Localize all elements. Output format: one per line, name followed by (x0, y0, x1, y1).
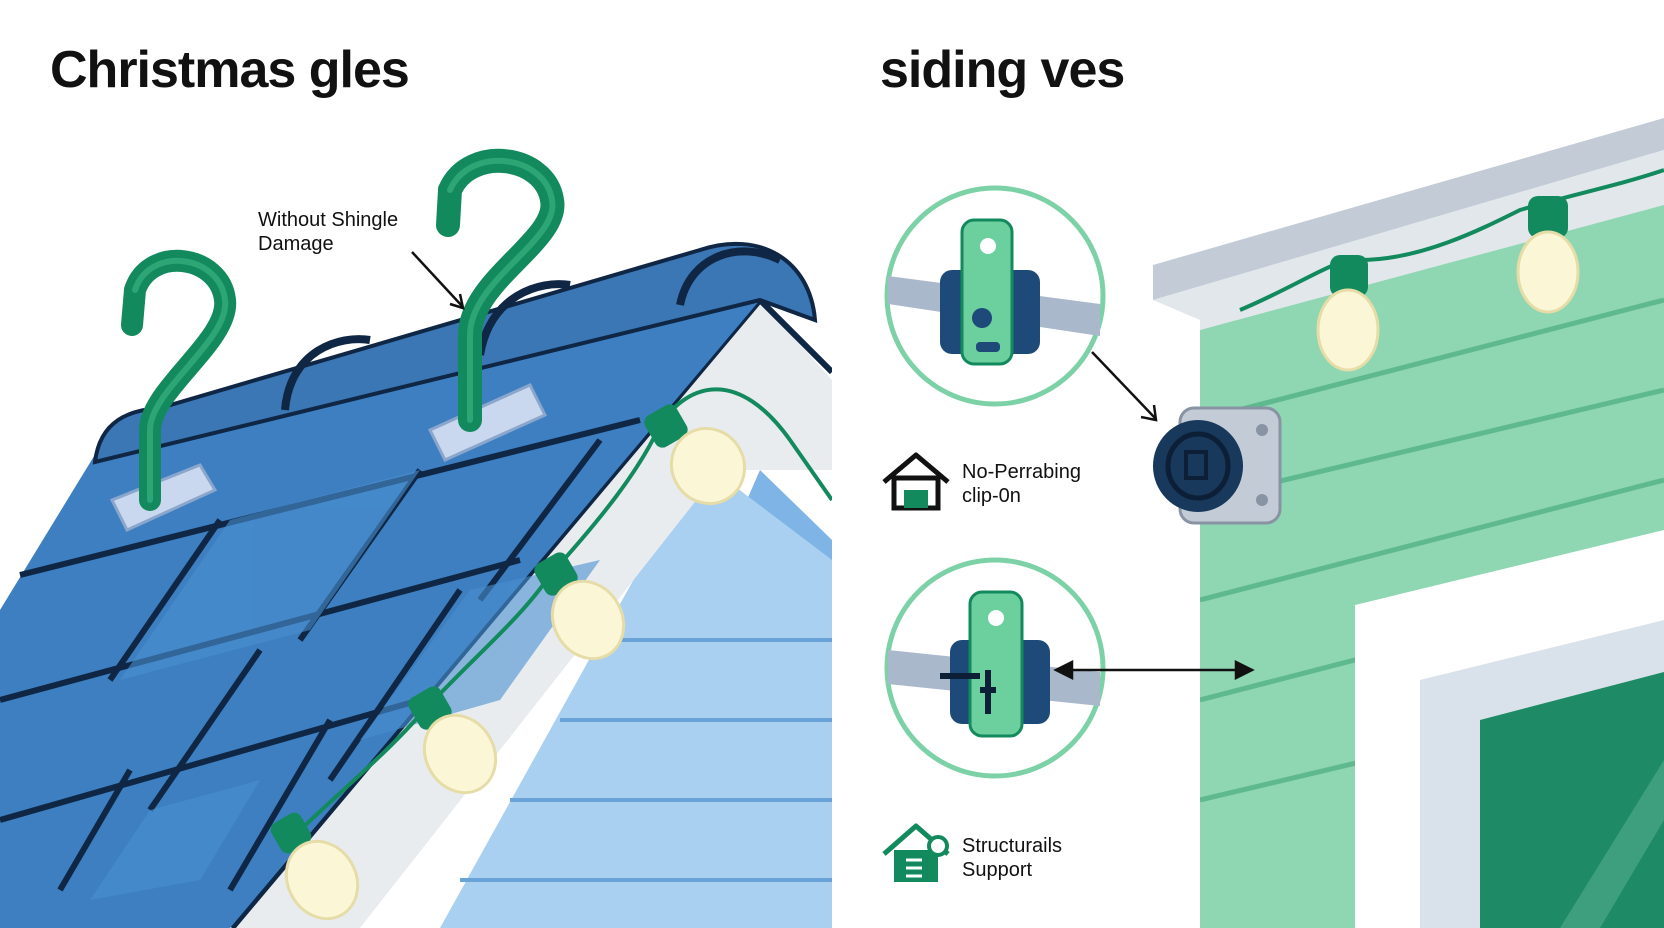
wall-clip-icon (1153, 406, 1282, 525)
eave-trim (1153, 118, 1664, 300)
bulb-4-icon (644, 404, 747, 506)
feature-support-line-2: Support (962, 859, 1033, 881)
siding-bulb-2-icon (1516, 196, 1580, 314)
roof-scene (0, 148, 832, 928)
callout-line-1: Without Shingle (258, 209, 399, 231)
ridge-bumps (281, 247, 782, 411)
eave-underside (1153, 150, 1664, 330)
left-title: Christmas gles (50, 41, 410, 99)
gable-wall-light (440, 460, 832, 928)
callout-arrow (411, 251, 465, 310)
siding-scene (1200, 200, 1664, 928)
bulb-2-icon (408, 686, 498, 795)
clip-detail-circle-top (884, 185, 1106, 407)
roof-hook-right-icon (427, 148, 565, 462)
feature-clip-line-1: No-Perrabing (962, 461, 1081, 483)
ridge-cap (92, 241, 818, 465)
bulb-1-icon (270, 812, 360, 921)
house-garage-icon (882, 452, 950, 511)
detail-arrow-top (1091, 351, 1158, 422)
siding-bulb-1-icon (1316, 255, 1380, 372)
detail-arrow-double (1053, 659, 1255, 681)
siding-lines (460, 638, 832, 882)
clip-detail-circle-bottom (884, 557, 1106, 779)
house-support-icon (882, 823, 950, 882)
feature-clip-line-2: clip-0n (962, 485, 1021, 507)
window-glare (1560, 760, 1664, 928)
callout-label: Without Shingle Damage (258, 208, 398, 256)
siding-light-wire (1239, 168, 1664, 312)
roof-hook-left-icon (109, 249, 237, 532)
bulb-3-icon (534, 552, 626, 661)
callout-line-2: Damage (258, 233, 334, 255)
feature-label-support: Structurails Support (962, 834, 1062, 882)
feature-support-line-1: Structurails (962, 835, 1063, 857)
feature-label-clip: No-Perrabing clip-0n (962, 460, 1081, 508)
right-title: siding ves (880, 41, 1125, 99)
